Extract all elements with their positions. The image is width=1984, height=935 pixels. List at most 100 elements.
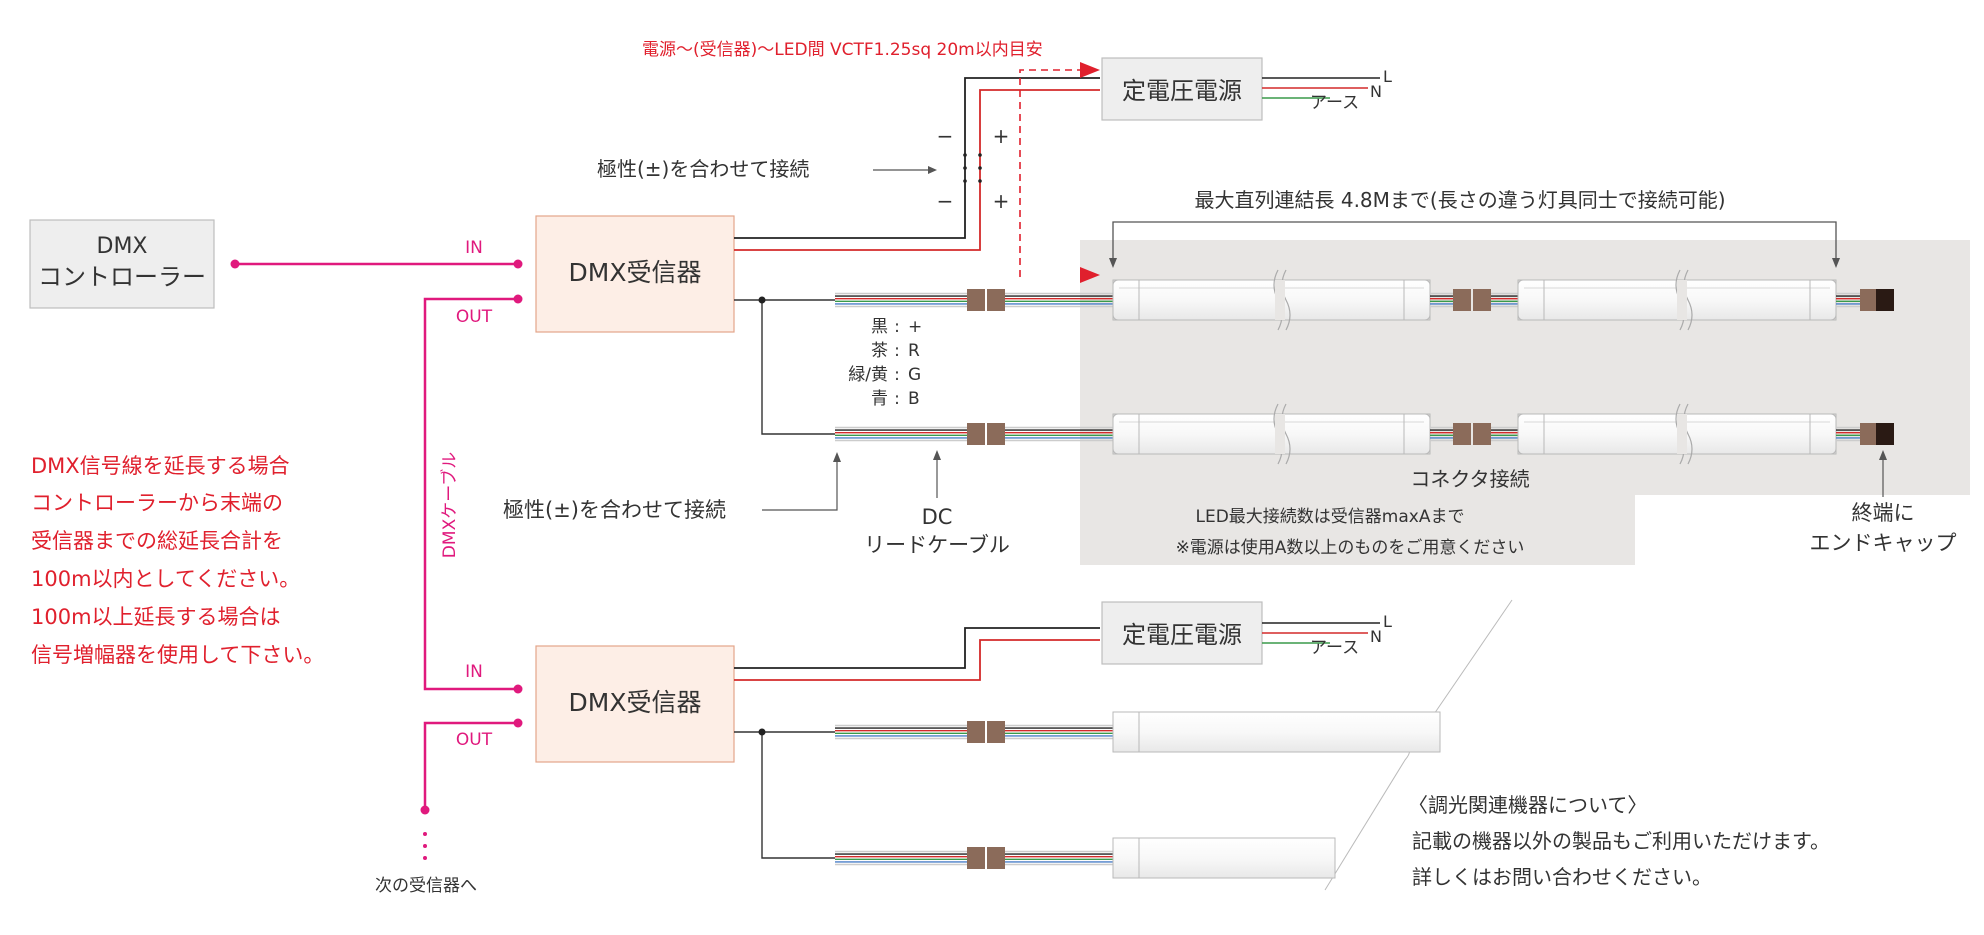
run2-led2-break-2 xyxy=(1683,403,1693,465)
run2-conn-in-a xyxy=(967,423,985,445)
run1-conn-mid-b xyxy=(1473,289,1491,311)
end-cap-arrow xyxy=(1879,450,1887,497)
related-note-3: 詳しくはお問い合わせください。 xyxy=(1412,865,1712,889)
power1-L: L xyxy=(1383,67,1392,86)
extension-note-4: 100m以内としてください。 xyxy=(31,567,300,591)
run4-led-body xyxy=(1112,837,1336,879)
cable-spec-arrow-top xyxy=(1080,62,1100,78)
run4-conn-in-a xyxy=(967,847,985,869)
next-receiver-label: 次の受信器へ xyxy=(375,876,477,896)
run1-led2-break-gap xyxy=(1677,280,1687,320)
receiver1-out-label: OUT xyxy=(456,307,493,327)
legend-signal-1: + xyxy=(908,317,922,337)
run2-led1-break-gap xyxy=(1275,414,1285,454)
dmx-signal-dots xyxy=(230,259,523,860)
polarity-arrow-top xyxy=(873,166,937,174)
related-note-1: 〈調光関連機器について〉 xyxy=(1408,793,1647,817)
dmx-receiver-2: DMX受信器 xyxy=(535,645,735,763)
dmx-receiver-1: DMX受信器 xyxy=(535,215,735,333)
receiver2-out-label: OUT xyxy=(456,730,493,750)
run1-conn-in-a xyxy=(967,289,985,311)
run1-led1-cap-l xyxy=(1112,279,1140,321)
extension-note-3: 受信器までの総延長合計を xyxy=(31,529,283,553)
legend-color-3: 緑/黄 xyxy=(848,365,888,385)
run4-conn-in-b xyxy=(987,847,1005,869)
run2-endcap-b xyxy=(1876,423,1894,445)
run2-led1-cap-l xyxy=(1112,413,1140,455)
plus-top: + xyxy=(993,124,1010,148)
receiver2-label: DMX受信器 xyxy=(569,688,702,717)
controller-label-2: コントローラー xyxy=(38,263,206,291)
max-connect-label-1: LED最大接続数は受信器maxAまで xyxy=(1196,507,1465,527)
extension-note: DMX信号線を延長する場合 コントローラーから末端の 受信器までの総延長合計を … xyxy=(31,454,324,667)
max-length-bracket xyxy=(1112,221,1837,263)
extension-note-2: コントローラーから末端の xyxy=(31,491,283,515)
dc-lead-arrow xyxy=(933,450,941,498)
plus-bottom: + xyxy=(993,189,1010,213)
cable-spec-dashes xyxy=(1019,69,1085,277)
extension-note-5: 100m以上延長する場合は xyxy=(31,605,281,629)
legend-color-4: 青 xyxy=(871,389,888,409)
run2-led2-cap-l xyxy=(1517,413,1545,455)
polarity-note-top: 極性(±)を合わせて接続 xyxy=(597,157,809,181)
power2-earth: アース xyxy=(1310,638,1359,658)
legend-sep-4: : xyxy=(894,389,900,409)
power2-label: 定電圧電源 xyxy=(1122,621,1242,649)
run1-led2-break-2 xyxy=(1683,269,1693,331)
controller-label-1: DMX xyxy=(97,234,148,259)
run1-led2-cap-l xyxy=(1517,279,1545,321)
legend-signal-4: B xyxy=(908,389,920,409)
run3-conn-in-b xyxy=(987,721,1005,743)
run1-conn-mid-a xyxy=(1453,289,1471,311)
receiver2-output-leads xyxy=(734,731,835,859)
receiver1-output-leads xyxy=(734,299,835,435)
minus-top: − xyxy=(937,124,954,148)
power1-earth: アース xyxy=(1310,93,1359,113)
run1-led1-break-2 xyxy=(1281,269,1291,331)
run3-led-body xyxy=(1112,711,1441,753)
run2-led1-cap-r xyxy=(1403,413,1431,455)
run1-conn-in-b xyxy=(987,289,1005,311)
cable-spec-label: 電源〜(受信器)〜LED間 VCTF1.25sq 20m以内目安 xyxy=(642,40,1043,60)
power-supply-2: 定電圧電源 xyxy=(1101,601,1263,665)
power1-label: 定電圧電源 xyxy=(1122,77,1242,105)
run2-led2-cap-r xyxy=(1809,413,1837,455)
receiver1-in-label: IN xyxy=(465,238,483,258)
receiver1-power-wires xyxy=(734,77,1100,251)
receiver1-label: DMX受信器 xyxy=(569,258,702,287)
run2-conn-in-b xyxy=(987,423,1005,445)
legend-sep-2: : xyxy=(894,341,900,361)
run1-endcap-b xyxy=(1876,289,1894,311)
max-length-label: 最大直列連結長 4.8Mまで(長さの違う灯具同士で接続可能) xyxy=(1194,188,1725,212)
power2-N: N xyxy=(1370,627,1382,646)
extension-note-1: DMX信号線を延長する場合 xyxy=(31,454,290,478)
related-note-2: 記載の機器以外の製品もご利用いただけます。 xyxy=(1412,829,1830,853)
extension-note-6: 信号増幅器を使用して下さい。 xyxy=(31,643,324,667)
polarity-dots-top xyxy=(963,153,982,183)
connector-label: コネクタ接続 xyxy=(1410,467,1529,491)
related-note: 〈調光関連機器について〉 記載の機器以外の製品もご利用いただけます。 詳しくはお… xyxy=(1408,793,1830,889)
end-cap-label-1: 終端に xyxy=(1852,501,1915,525)
run2-led1-break-2 xyxy=(1281,403,1291,465)
run4-led-cap xyxy=(1112,837,1140,879)
run1-endcap-a xyxy=(1860,289,1876,311)
run2-conn-mid-a xyxy=(1453,423,1471,445)
receiver2-power-wires xyxy=(734,627,1100,681)
run2-led2-break-gap xyxy=(1677,414,1687,454)
wire-legend: 黒 : + 茶 : R 緑/黄 : G 青 : B xyxy=(848,317,922,409)
end-cap-label-2: エンドキャップ xyxy=(1810,531,1957,555)
legend-signal-3: G xyxy=(908,365,921,385)
run2-endcap-a xyxy=(1860,423,1876,445)
polarity-arrow-bottom xyxy=(762,460,838,511)
run3-led-cap xyxy=(1112,711,1140,753)
run1-led1-body xyxy=(1112,279,1431,321)
led-area-background xyxy=(1080,240,1970,565)
legend-signal-2: R xyxy=(908,341,920,361)
power-supply-1: 定電圧電源 xyxy=(1101,57,1263,121)
run1-led1-break-gap xyxy=(1275,280,1285,320)
run1-led1-cap-r xyxy=(1403,279,1431,321)
power2-L: L xyxy=(1383,612,1392,631)
run1-led2-cap-r xyxy=(1809,279,1837,321)
legend-sep-1: : xyxy=(894,317,900,337)
